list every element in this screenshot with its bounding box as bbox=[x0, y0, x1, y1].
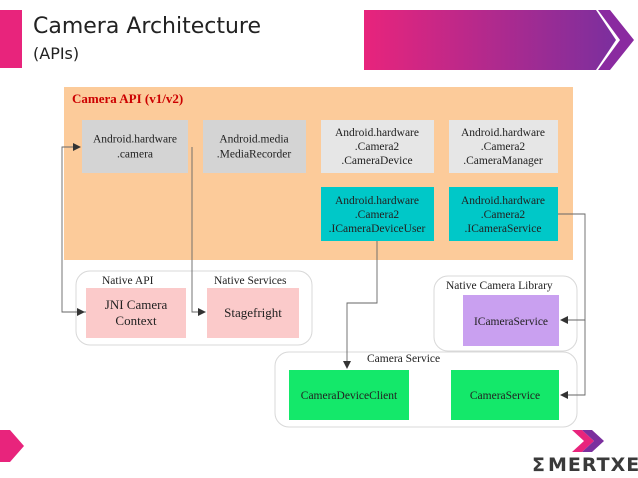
node-icamera-device-user-text: Android.hardware .Camera2 .ICameraDeviceUs… bbox=[329, 195, 426, 235]
native-group-container: Native API Native Services bbox=[75, 270, 313, 346]
node-label-line: Android.hardware bbox=[461, 127, 545, 139]
node-stagefright: Stagefright bbox=[207, 288, 299, 338]
edge-mediarecorder-to-stagefright bbox=[191, 147, 206, 316]
node-camera-device-client: CameraDeviceClient bbox=[289, 370, 409, 420]
node-label-line: .Camera2 bbox=[355, 141, 400, 153]
edge-devuser-to-deviceclient bbox=[343, 241, 378, 369]
node-label-line: CameraDeviceClient bbox=[301, 390, 398, 402]
node-label-line: .Camera2 bbox=[355, 209, 400, 221]
emertxe-logo: Σ MERTXE bbox=[532, 430, 638, 476]
native-services-label: Native Services bbox=[214, 275, 287, 287]
logo-symbol: Σ bbox=[532, 454, 546, 476]
node-icamera-service-api: Android.hardware .Camera2 .ICameraService bbox=[449, 187, 558, 241]
node-label-line: .ICameraDeviceUser bbox=[329, 223, 426, 235]
camera-service-label: Camera Service bbox=[367, 353, 440, 365]
edge-service-to-cameraservice bbox=[560, 320, 586, 399]
node-android-hardware-camera-text: Android.hardware .camera bbox=[93, 134, 177, 161]
edge-service-to-lib bbox=[558, 213, 586, 324]
connectors bbox=[61, 143, 586, 399]
node-media-recorder: Android.media .MediaRecorder bbox=[203, 120, 306, 173]
node-label-line: JNI Camera bbox=[105, 297, 168, 312]
node-stagefright-text: Stagefright bbox=[224, 305, 282, 320]
node-label-line: Android.media bbox=[219, 134, 288, 146]
node-label-line: .MediaRecorder bbox=[217, 149, 292, 161]
node-label-line: Context bbox=[115, 313, 157, 328]
node-label-line: Android.hardware bbox=[335, 127, 419, 139]
node-icamera-service-lib: ICameraService bbox=[463, 295, 559, 346]
node-camera-device-client-text: CameraDeviceClient bbox=[301, 390, 398, 402]
camera-service-container: Camera Service bbox=[274, 351, 578, 428]
native-camera-library-container: Native Camera Library bbox=[433, 275, 578, 352]
title-accent-bar bbox=[0, 10, 22, 68]
node-camera-manager-text: Android.hardware .Camera2 .CameraManager bbox=[461, 127, 545, 167]
footer-accent-marker bbox=[0, 430, 24, 462]
native-api-label: Native API bbox=[102, 275, 154, 287]
node-label-line: Android.hardware bbox=[461, 195, 545, 207]
banner-chevron-icon bbox=[598, 10, 634, 70]
node-label-line: .CameraDevice bbox=[341, 155, 412, 167]
node-android-hardware-camera: Android.hardware .camera bbox=[82, 120, 188, 173]
logo-chevron-icon-2 bbox=[582, 430, 604, 452]
header-banner bbox=[364, 10, 634, 70]
slide-subtitle: (APIs) bbox=[33, 44, 80, 63]
node-label-line: Android.hardware bbox=[93, 134, 177, 146]
api-panel-label: Camera API (v1/v2) bbox=[72, 91, 183, 106]
node-icamera-service-api-text: Android.hardware .Camera2 .ICameraService bbox=[461, 195, 545, 235]
node-label-line: Stagefright bbox=[224, 305, 282, 320]
node-icamera-device-user: Android.hardware .Camera2 .ICameraDeviceUs… bbox=[321, 187, 434, 241]
node-media-recorder-text: Android.media .MediaRecorder bbox=[217, 134, 292, 161]
node-label-line: .ICameraService bbox=[465, 223, 542, 235]
native-camera-library-label: Native Camera Library bbox=[446, 280, 553, 292]
node-camera-service-text: CameraService bbox=[470, 390, 540, 402]
node-icamera-service-lib-text: ICameraService bbox=[474, 316, 548, 328]
logo-chevron-icon bbox=[572, 430, 594, 452]
node-label-line: CameraService bbox=[470, 390, 540, 402]
node-label-line: .CameraManager bbox=[463, 155, 543, 167]
node-camera-service: CameraService bbox=[451, 370, 559, 420]
node-camera-device: Android.hardware .Camera2 .CameraDevice bbox=[321, 120, 434, 173]
slide-title: Camera Architecture bbox=[33, 14, 262, 39]
logo-text: MERTXE bbox=[548, 454, 638, 476]
node-label-line: .camera bbox=[117, 149, 153, 161]
node-camera-manager: Android.hardware .Camera2 .CameraManager bbox=[449, 120, 558, 173]
node-label-line: Android.hardware bbox=[335, 195, 419, 207]
node-camera-device-text: Android.hardware .Camera2 .CameraDevice bbox=[335, 127, 419, 167]
node-label-line: .Camera2 bbox=[481, 141, 526, 153]
node-label-line: .Camera2 bbox=[481, 209, 526, 221]
node-label-line: ICameraService bbox=[474, 316, 548, 328]
